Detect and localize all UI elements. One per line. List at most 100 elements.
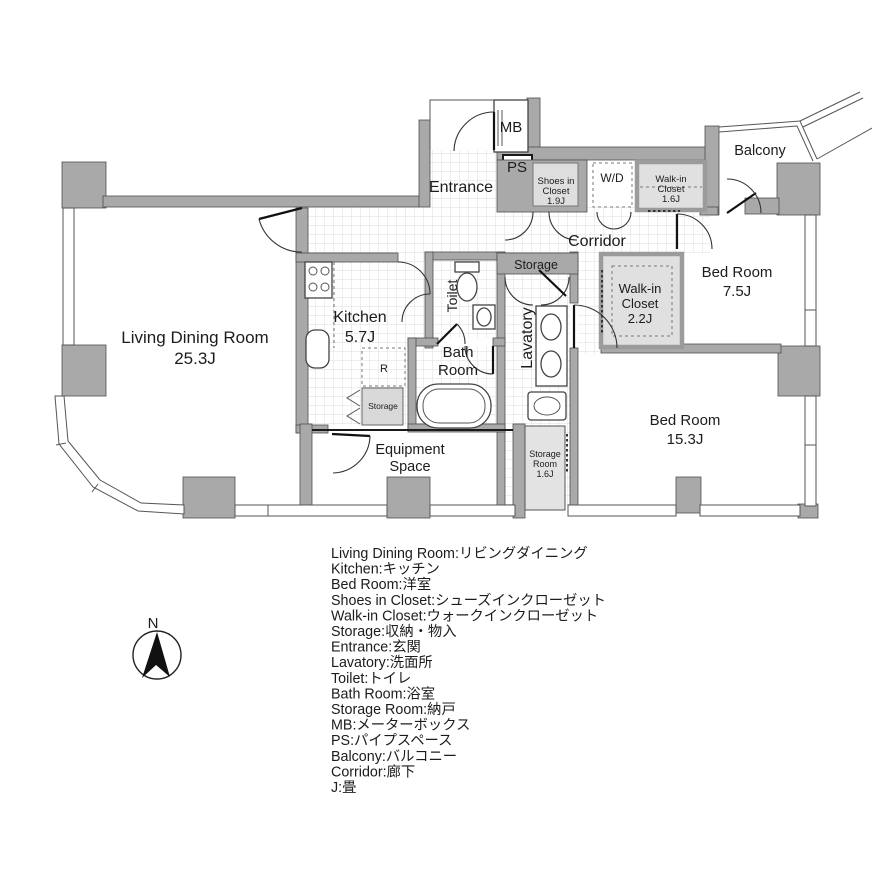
window-right-bedroom2 [804, 395, 817, 507]
storage-small-label: Storage [368, 401, 398, 411]
wall-kitchen-left [295, 207, 309, 434]
wall-bath-top-b [492, 337, 506, 347]
kitchen-size: 5.7J [345, 329, 375, 346]
storage-room-box [524, 425, 566, 511]
legend-line: J:畳 [331, 780, 356, 796]
legend-line: Bed Room:洋室 [331, 576, 431, 593]
storage-small-box [361, 387, 404, 426]
legend-line: Walk-in Closet:ウォークインクローゼット [331, 607, 598, 624]
walkin-closet-small-box [634, 159, 708, 213]
legend: Living Dining Room:リビングダイニング Kitchen:キッチ… [331, 545, 606, 796]
legend-line: Corridor:廊下 [331, 763, 415, 780]
bath-label-2: Room [438, 362, 478, 379]
walkin-closet-main-box [598, 251, 685, 350]
compass-needle [142, 632, 170, 678]
bathtub [416, 383, 492, 429]
bedroom2-label: Bed Room [650, 412, 721, 429]
room-labels: Living Dining Room 25.3J Kitchen 5.7J To… [121, 119, 786, 479]
compass-north-label: N [148, 615, 159, 632]
bedroom2-size: 15.3J [667, 431, 704, 448]
wall-kitchen-top [295, 252, 399, 263]
storage-room-label-2: Room [533, 459, 557, 469]
wall-mb-right [526, 97, 541, 153]
equipment-label-1: Equipment [375, 442, 444, 458]
toilet-label: Toilet [444, 280, 460, 313]
mb-box [493, 99, 529, 153]
wall-toilet-left [424, 251, 434, 349]
bedroom1-label: Bed Room [702, 264, 773, 281]
wall-top [102, 195, 421, 208]
shoes-closet-box [532, 162, 579, 207]
kitchen-sink [305, 329, 330, 369]
sanitary-fixtures [416, 261, 570, 429]
lavatory-sink-1 [540, 313, 562, 341]
window-bottom-b [429, 504, 516, 517]
shoes-closet-label-2: Closet [543, 186, 570, 197]
balcony-railing [718, 91, 872, 162]
corridor-label: Corridor [568, 233, 626, 250]
walkin-small-label-2: Closet [658, 184, 685, 195]
pillar-bottom-right [675, 476, 702, 514]
walkin-small-label-1: Walk-in [655, 174, 686, 185]
window-bottom-d [699, 504, 801, 517]
doors [258, 178, 762, 349]
refrigerator-label: R [380, 363, 388, 375]
wall-storage-room-left [512, 423, 526, 519]
living-room-label: Living Dining Room [121, 328, 268, 347]
lavatory-label: Lavatory [519, 307, 536, 368]
wall-bath-left [407, 337, 417, 431]
washer-pan [527, 391, 567, 421]
legend-line: PS:パイプスペース [331, 732, 452, 749]
windows [54, 207, 817, 517]
wd-label: W/D [600, 171, 624, 185]
bath-label-1: Bath [443, 344, 474, 361]
storage-band-top [496, 252, 579, 275]
compass: N [132, 615, 182, 680]
legend-line: MB:メーターボックス [331, 717, 470, 734]
window-bottom-c [567, 504, 677, 517]
bedroom1-size: 7.5J [723, 283, 751, 300]
window-curved-bottom-left [54, 395, 185, 515]
walkin-small-size: 1.6J [662, 194, 680, 205]
wall-balcony-bottom [744, 197, 780, 215]
wall-corridor-bottom [424, 251, 506, 261]
wd-box [592, 162, 633, 208]
legend-line: Entrance:玄関 [331, 639, 421, 656]
window-bottom-a [234, 504, 388, 517]
pillar-top-left [61, 161, 107, 209]
legend-line: Balcony:バルコニー [331, 749, 457, 765]
mb-label: MB [500, 119, 523, 136]
compass-circle [132, 630, 182, 680]
pillar-right [777, 345, 821, 397]
toilet-bowl [456, 272, 478, 302]
window-right-bedroom1 [804, 214, 817, 347]
refrigerator-space [361, 347, 406, 387]
wall-lavatory-right-a [569, 251, 579, 304]
storage-top-label: Storage [514, 258, 558, 272]
walkin-main-label-1: Walk-in [619, 281, 662, 296]
pillar-bottom-center [386, 476, 431, 519]
ps-label: PS [507, 159, 527, 176]
kitchen-label: Kitchen [333, 309, 386, 326]
walkin-main-label-2: Closet [622, 296, 659, 311]
equipment-space-zone [312, 429, 513, 474]
storage-room-size: 1.6J [536, 469, 553, 479]
storage-room-zone [524, 425, 568, 511]
window-left [62, 207, 75, 346]
wall-entrance-porch [418, 119, 431, 208]
legend-line: Kitchen:キッチン [331, 562, 440, 578]
toilet-tank [454, 261, 480, 273]
legend-line: Living Dining Room:リビングダイニング [331, 545, 588, 562]
walkin-closet-main [598, 251, 685, 350]
walkin-main-size: 2.2J [628, 311, 653, 326]
pillar-left [61, 344, 107, 397]
balcony-label: Balcony [734, 143, 786, 159]
pillar-balcony [776, 162, 821, 216]
wall-equipment-left [299, 423, 313, 517]
legend-line: Toilet:トイレ [331, 671, 411, 687]
shoes-closet-size: 1.9J [547, 196, 565, 207]
pillar-bottom-left [182, 476, 236, 519]
shoes-closet-label-1: Shoes in [538, 176, 575, 187]
